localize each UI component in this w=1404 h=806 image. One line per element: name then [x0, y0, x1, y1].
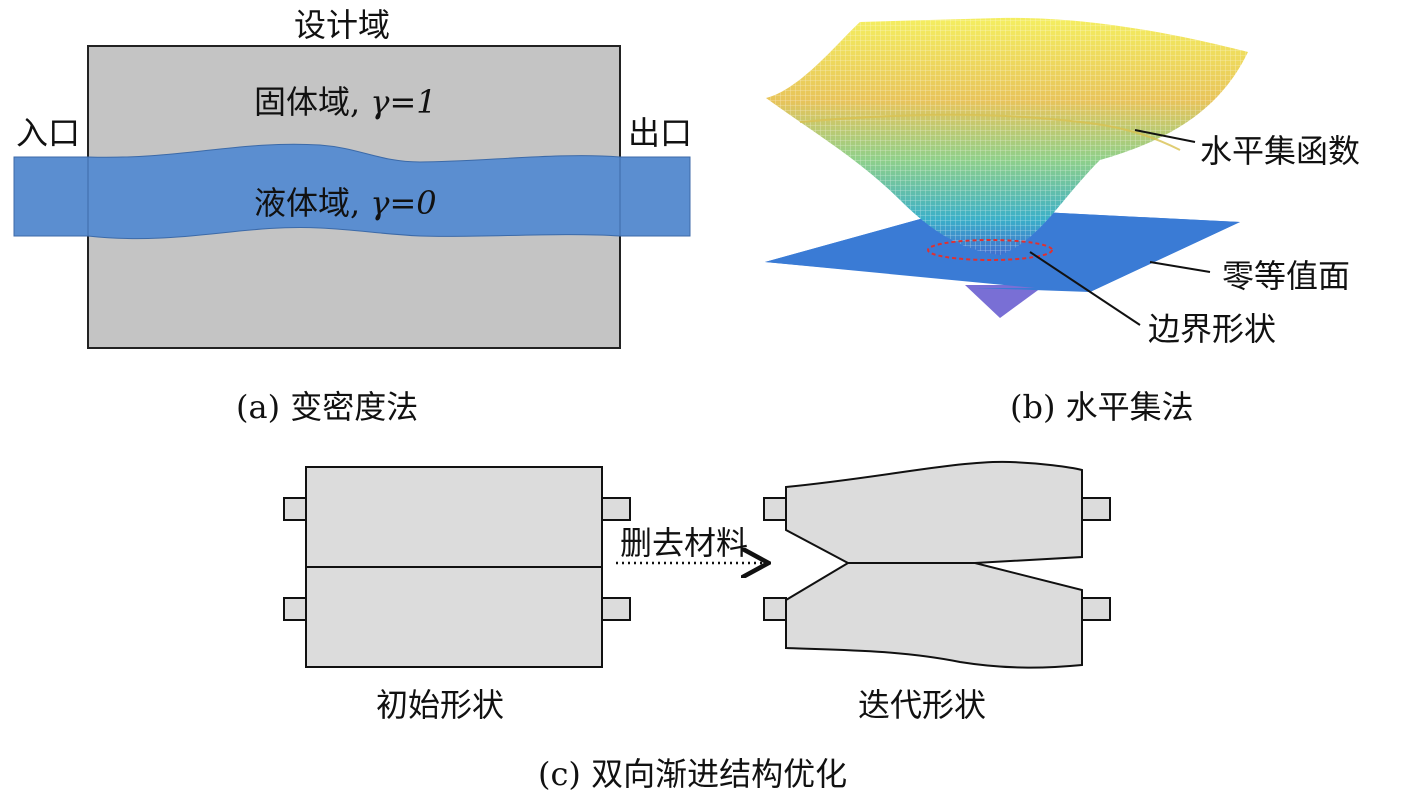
initial-tab-ul [283, 497, 307, 521]
caption-c: (c) 双向渐进结构优化 [538, 755, 848, 793]
initial-upper-part [305, 466, 603, 568]
zero-iso-surface-label: 零等值面 [1222, 257, 1351, 295]
initial-tab-ur [601, 497, 631, 521]
initial-shape-label: 初始形状 [376, 686, 505, 724]
initial-tab-ll [283, 597, 307, 621]
iterated-tab-ul [763, 497, 787, 521]
liquid-domain-text: 液体域, [254, 184, 361, 222]
iterated-lower-part [785, 562, 1083, 669]
solid-domain-text: 固体域, [254, 83, 361, 121]
solid-domain-label: 固体域, γ=1 [254, 86, 437, 118]
outlet-label: 出口 [628, 114, 693, 152]
level-set-panel [765, 17, 1248, 326]
design-domain-label: 设计域 [294, 6, 391, 44]
liquid-gamma-text: γ=0 [370, 184, 437, 222]
fluid-channel [13, 143, 691, 240]
iterated-upper-part [785, 460, 1083, 564]
cone-tip [965, 285, 1045, 318]
inlet-label: 入口 [16, 114, 81, 152]
iterated-shape-label: 迭代形状 [858, 686, 987, 724]
density-method-panel [13, 45, 691, 349]
initial-tab-lr [601, 597, 631, 621]
iterated-tab-ll [763, 597, 787, 621]
initial-lower-part [305, 566, 603, 668]
leader-level-set [1134, 129, 1196, 143]
leader-zero-plane [1149, 261, 1211, 273]
liquid-domain-label: 液体域, γ=0 [254, 187, 437, 219]
iterated-tab-lr [1081, 597, 1111, 621]
iterated-tab-ur [1081, 497, 1111, 521]
solid-gamma-text: γ=1 [370, 83, 437, 121]
iterated-shape-graphic [763, 460, 1111, 669]
boundary-shape-curve [927, 239, 1053, 261]
remove-material-label: 删去材料 [620, 524, 749, 562]
initial-shape-graphic [283, 466, 631, 668]
level-set-function-label: 水平集函数 [1200, 132, 1361, 170]
caption-a: (a) 变密度法 [236, 388, 419, 426]
caption-b: (b) 水平集法 [1010, 388, 1194, 426]
leader-boundary [1029, 251, 1141, 326]
boundary-shape-label: 边界形状 [1148, 310, 1277, 348]
